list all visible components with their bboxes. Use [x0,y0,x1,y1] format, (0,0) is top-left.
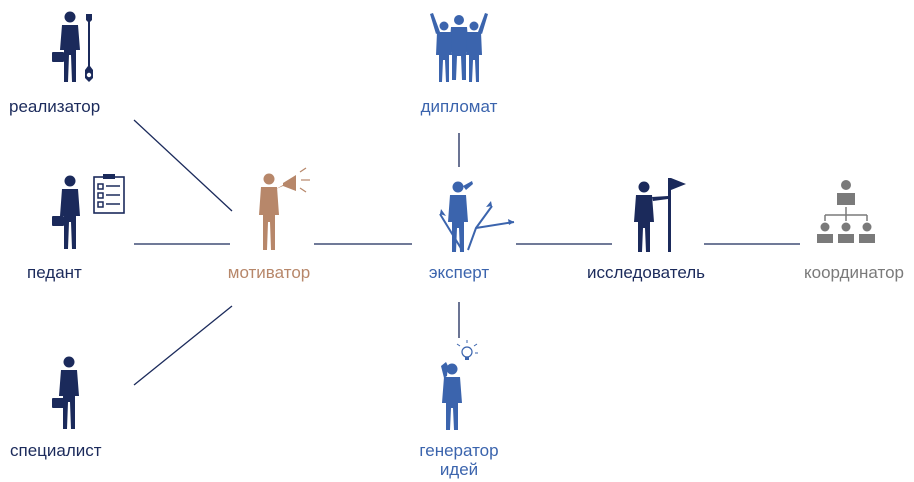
generator-label-line2: идей [439,460,479,479]
group-of-people-icon [430,13,488,82]
expert-label: эксперт [428,263,490,282]
realizator-label: реализатор [9,97,101,116]
person-at-crossroads-icon [439,181,515,252]
motivator-label: мотиватор [227,263,311,282]
pedant-label: педант [27,263,82,282]
edge-specialist-motivator [133,305,233,386]
person-with-flag-icon [634,178,686,252]
org-hierarchy-icon [817,180,875,243]
coordinator-label: координатор [804,263,904,282]
researcher-label: исследователь [586,263,706,282]
worker-with-wrench-icon [52,11,93,82]
generator-label-line1: генератор [419,441,499,460]
businessman-with-checklist-icon [52,174,125,249]
person-with-megaphone-icon [259,167,310,250]
specialist-label: специалист [10,441,102,460]
edge-realizator-motivator [133,119,233,212]
person-with-lightbulb-icon [441,340,478,430]
diplomat-label: дипломат [420,97,498,116]
businessman-with-briefcase-icon [52,356,79,429]
